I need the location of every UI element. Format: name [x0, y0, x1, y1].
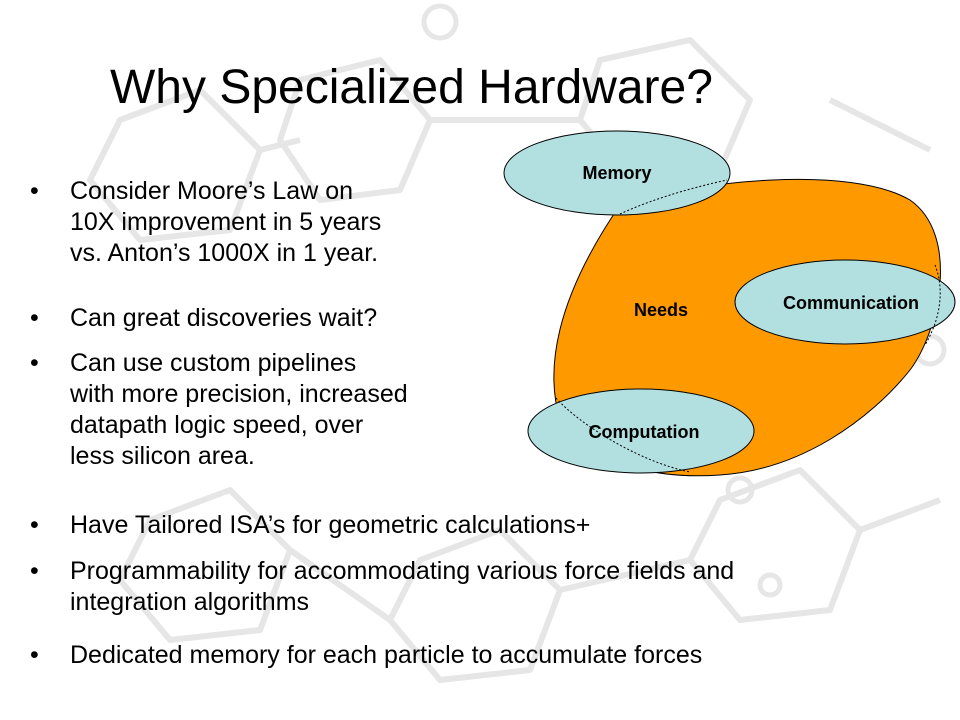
slide-title: Why Specialized Hardware?	[110, 61, 713, 114]
needs-label: Needs	[634, 300, 688, 320]
bullet-glyph: •	[30, 511, 39, 539]
bullet-glyph: •	[30, 177, 39, 205]
communication-label: Communication	[783, 293, 919, 313]
computation-ellipse	[527, 388, 755, 474]
bullet-text: Can use custom pipelines with more preci…	[70, 349, 408, 470]
communication-overlap-outline	[924, 264, 941, 346]
bullet-text: Have Tailored ISA’s for geometric calcul…	[70, 511, 591, 539]
communication-ellipse	[734, 259, 956, 345]
bullet-glyph: •	[30, 557, 39, 585]
bullet-text: Can great discoveries wait?	[70, 304, 378, 332]
bullet-glyph: •	[30, 641, 39, 669]
bullet-text: Dedicated memory for each particle to ac…	[70, 641, 703, 669]
bullet-glyph: •	[30, 349, 39, 377]
computation-label: Computation	[589, 422, 700, 442]
bullet-glyph: •	[30, 304, 39, 332]
memory-overlap-outline	[619, 179, 728, 215]
memory-label: Memory	[582, 163, 651, 183]
bullet-text: Programmability for accommodating variou…	[70, 557, 735, 616]
bullet-text: Consider Moore’s Law on 10X improvement …	[70, 177, 382, 267]
computation-overlap-outline	[555, 397, 691, 473]
